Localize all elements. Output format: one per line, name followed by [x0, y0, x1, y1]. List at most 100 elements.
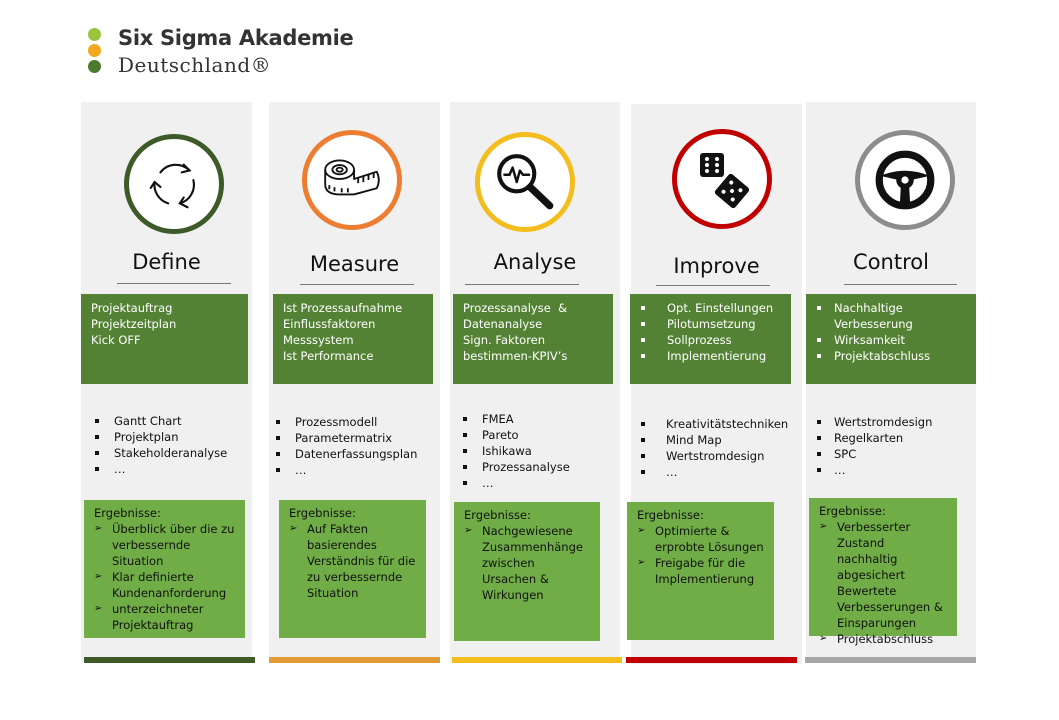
tool-item: …: [816, 462, 932, 478]
summary-item: Kick OFF: [91, 333, 141, 347]
result-item: Überblick über die zu verbessernde Situa…: [94, 521, 235, 569]
tool-item: Kreativitätstechniken: [640, 416, 788, 432]
summary-item: Datenanalyse: [463, 317, 543, 331]
summary-box-define: Projektauftrag Projektzeitplan Kick OFF: [81, 294, 248, 384]
summary-item: bestimmen-KPIV’s: [463, 349, 568, 363]
result-item: unterzeichneter Projektauftrag: [94, 601, 235, 633]
logo-dots: [88, 28, 102, 76]
control-icon-ring: [855, 130, 955, 230]
results-label: Ergebnisse:: [289, 506, 356, 520]
phase-column-measure: Measure Ist Prozessaufnahme Einflussfakt…: [269, 102, 440, 662]
tool-item: …: [275, 462, 417, 478]
results-box-improve: Ergebnisse: Optimierte & erprobte Lösung…: [627, 502, 774, 640]
title-rule: [300, 284, 414, 285]
define-icon-ring: [124, 134, 224, 234]
summary-item: Nachhaltige Verbesserung: [816, 300, 916, 332]
tool-item: Mind Map: [640, 432, 788, 448]
phase-title-define: Define: [132, 250, 201, 274]
result-item: Verbesserter Zustand nachhaltig abgesich…: [819, 519, 947, 631]
summary-item: Pilotumsetzung: [640, 316, 781, 332]
tool-item: Regelkarten: [816, 430, 932, 446]
summary-box-improve: Opt. Einstellungen Pilotumsetzung Sollpr…: [630, 294, 791, 384]
tool-item: Projektplan: [94, 429, 227, 445]
summary-item: Sign. Faktoren: [463, 333, 546, 347]
summary-box-measure: Ist Prozessaufnahme Einflussfaktoren Mes…: [273, 294, 433, 384]
phase-column-control: Control Nachhaltige Verbesserung Wirksam…: [806, 102, 976, 662]
tools-list-improve: Kreativitätstechniken Mind Map Wertstrom…: [640, 416, 788, 480]
result-item: Nachgewiesene Zusammenhänge zwischen Urs…: [464, 523, 590, 603]
magnifier-pulse-icon: [497, 154, 554, 210]
phase-bar-improve: [626, 657, 797, 663]
tools-list-analyse: FMEA Pareto Ishikawa Prozessanalyse …: [462, 411, 570, 491]
dice-icon: [700, 153, 750, 209]
tools-list-control: Wertstromdesign Regelkarten SPC …: [816, 414, 932, 478]
tool-item: …: [94, 461, 227, 477]
results-box-measure: Ergebnisse: Auf Fakten basierendes Verst…: [279, 500, 426, 638]
summary-item: Sollprozess: [640, 332, 781, 348]
analyse-icon-ring: [475, 132, 575, 232]
tool-item: FMEA: [462, 411, 570, 427]
result-item: Optimierte & erprobte Lösungen: [637, 523, 764, 555]
summary-item: Projektzeitplan: [91, 317, 177, 331]
tool-item: Prozessanalyse: [462, 459, 570, 475]
tools-list-measure: Prozessmodell Parametermatrix Datenerfas…: [275, 414, 417, 478]
tool-item: Parametermatrix: [275, 430, 417, 446]
phase-title-control: Control: [853, 250, 929, 274]
steering-wheel-icon: [875, 150, 935, 210]
cycle-arrows-icon: [149, 163, 195, 209]
tape-measure-icon: [324, 159, 380, 196]
results-box-control: Ergebnisse: Verbesserter Zustand nachhal…: [809, 498, 957, 647]
phase-title-analyse: Analyse: [493, 250, 577, 274]
improve-icon-ring: [672, 129, 772, 229]
summary-item: Wirksamkeit: [816, 332, 966, 348]
phase-bar-define: [84, 657, 255, 663]
tool-item: Wertstromdesign: [640, 448, 788, 464]
phase-bar-analyse: [452, 657, 622, 663]
result-item: Projektabschluss: [819, 631, 947, 647]
summary-box-control: Nachhaltige Verbesserung Wirksamkeit Pro…: [806, 294, 976, 384]
phase-title-measure: Measure: [309, 252, 400, 276]
phase-bar-control: [805, 657, 976, 663]
summary-item: Projektabschluss: [816, 348, 966, 364]
summary-item: Messsystem: [283, 333, 354, 347]
phase-column-analyse: Analyse Prozessanalyse & Datenanalyse Si…: [450, 102, 620, 662]
results-box-define: Ergebnisse: Überblick über die zu verbes…: [84, 500, 245, 638]
title-rule: [465, 284, 579, 285]
results-label: Ergebnisse:: [637, 508, 704, 522]
tool-item: Wertstromdesign: [816, 414, 932, 430]
title-rule: [656, 285, 770, 286]
results-box-analyse: Ergebnisse: Nachgewiesene Zusammenhänge …: [454, 502, 600, 641]
results-label: Ergebnisse:: [94, 506, 161, 520]
tool-item: Gantt Chart: [94, 413, 227, 429]
tool-item: …: [640, 464, 788, 480]
tool-item: Datenerfassungsplan: [275, 446, 417, 462]
results-label: Ergebnisse:: [819, 504, 886, 518]
summary-item: Opt. Einstellungen: [640, 300, 781, 316]
measure-icon-ring: [302, 130, 402, 230]
tool-item: SPC: [816, 446, 932, 462]
logo-dot-orange: [88, 44, 101, 57]
summary-item: Implementierung: [640, 348, 781, 364]
phase-column-define: Define Projektauftrag Projektzeitplan Ki…: [81, 102, 252, 662]
logo-dot-green: [88, 60, 101, 73]
result-item: Auf Fakten basierendes Verständnis für d…: [289, 521, 416, 601]
summary-item: Prozessanalyse &: [463, 301, 568, 315]
summary-item: Ist Prozessaufnahme: [283, 301, 403, 315]
summary-item: Ist Performance: [283, 349, 374, 363]
result-item: Freigabe für die Implementierung: [637, 555, 764, 587]
summary-item: Einflussfaktoren: [283, 317, 376, 331]
logo-dot-lime: [88, 28, 101, 41]
title-rule: [117, 283, 231, 284]
logo-title: Six Sigma Akademie: [118, 26, 354, 50]
phase-title-improve: Improve: [673, 254, 760, 278]
tool-item: …: [462, 475, 570, 491]
tool-item: Stakeholderanalyse: [94, 445, 227, 461]
result-item: Klar definierte Kundenanforderung: [94, 569, 235, 601]
tools-list-define: Gantt Chart Projektplan Stakeholderanaly…: [94, 413, 227, 477]
results-label: Ergebnisse:: [464, 508, 531, 522]
tool-item: Prozessmodell: [275, 414, 417, 430]
summary-box-analyse: Prozessanalyse & Datenanalyse Sign. Fakt…: [453, 294, 613, 384]
tool-item: Pareto: [462, 427, 570, 443]
logo-subtitle: Deutschland®: [118, 53, 272, 77]
phase-column-improve: Improve Opt. Einstellungen Pilotumsetzun…: [627, 104, 802, 664]
